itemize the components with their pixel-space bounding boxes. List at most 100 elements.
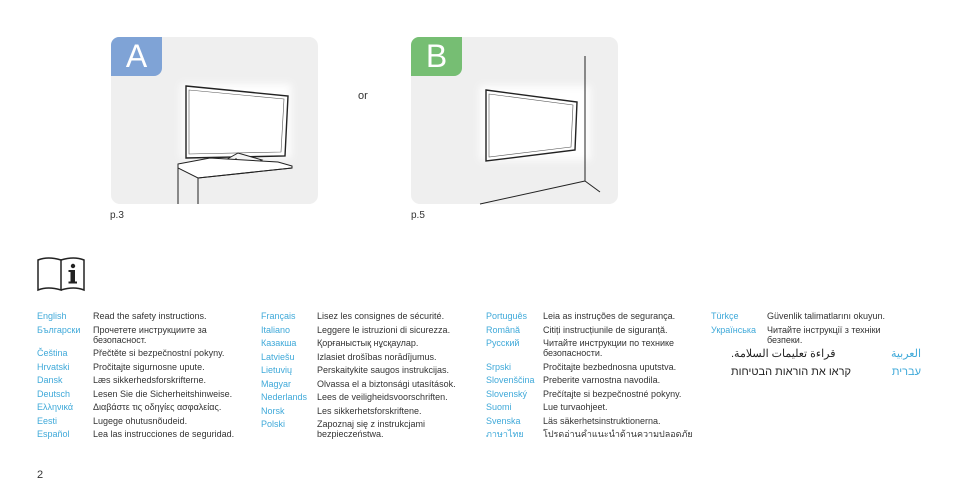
language-name: Deutsch [37, 388, 71, 399]
instructions-column-2: Français Lisez les consignes de sécurité.… [261, 311, 467, 443]
instruction-row: Español Lea las instrucciones de segurida… [37, 429, 253, 439]
language-name: Eesti [37, 415, 58, 426]
language-name: Казакша [261, 338, 297, 348]
instruction-text: Perskaitykite saugos instrukcijas. [317, 365, 450, 375]
language-name: Български [37, 324, 81, 335]
language-name: Italiano [261, 324, 291, 335]
instructions-rtl: العربية قراءة تعليمات السلامة. עברית קראו א… [731, 347, 921, 383]
instructions-column-3: Português Leia as instruções de segurança… [486, 311, 703, 443]
instruction-row: English Read the safety instructions. [37, 311, 253, 321]
instruction-row: ภาษาไทย โปรดอ่านคำแนะนำด้านความปลอดภัย [486, 429, 703, 439]
instruction-text: Lesen Sie die Sicherheitshinweise. [93, 388, 233, 399]
language-name: Français [261, 311, 296, 321]
language-name: English [37, 311, 67, 321]
instruction-text: Lea las instrucciones de seguridad. [93, 429, 235, 439]
instructions-column-4: Türkçe Güvenlik talimatlarını okuyun. Укра… [711, 311, 907, 348]
instruction-row: Română Citiți instrucțiunile de siguranță… [486, 325, 703, 335]
language-name: Português [486, 311, 528, 321]
language-name: Română [486, 324, 521, 335]
language-name: Hrvatski [37, 361, 70, 372]
language-name: Español [37, 429, 70, 439]
language-name: العربية [890, 348, 921, 360]
instruction-text: Қорғаныстық нұсқаулар. [317, 338, 419, 348]
language-name: Magyar [261, 378, 292, 389]
instruction-text: Citiți instrucțiunile de siguranță. [543, 324, 668, 335]
instruction-text: โปรดอ่านคำแนะนำด้านความปลอดภัย [543, 429, 693, 439]
instruction-text: Lugege ohutusnõudeid. [93, 415, 188, 426]
page-ref-a: p.3 [110, 210, 124, 221]
instruction-row: Svenska Läs säkerhetsinstruktionerna. [486, 416, 703, 426]
instruction-row: Hrvatski Pročitajte sigurnosne upute. [37, 362, 253, 372]
page-ref-b: p.5 [411, 210, 425, 221]
instruction-text: Güvenlik talimatlarını okuyun. [767, 311, 886, 321]
instruction-text: Læs sikkerhedsforskrifterne. [93, 375, 207, 385]
language-name: Türkçe [711, 311, 739, 321]
language-name: Nederlands [261, 392, 308, 402]
instruction-text: Přečtěte si bezpečnostní pokyny. [93, 348, 225, 358]
instruction-text: Olvassa el a biztonsági utasítások. [317, 378, 456, 389]
instruction-text: Lees de veiligheidsvoorschriften. [317, 392, 448, 402]
language-name: Srpski [486, 361, 512, 372]
instruction-row: العربية قراءة تعليمات السلامة. [731, 347, 921, 361]
instruction-text: Читайте інструкції з техніки безпеки. [767, 324, 881, 345]
language-name: Dansk [37, 375, 63, 385]
language-name: Lietuvių [261, 365, 293, 375]
instruction-row: Magyar Olvassa el a biztonsági utasítások… [261, 379, 467, 389]
instruction-row: Srpski Pročitajte bezbednosna uputstva. [486, 362, 703, 372]
or-separator: or [358, 90, 368, 102]
instruction-text: Izlasiet drošības norādījumus. [317, 351, 437, 362]
instruction-text: Leia as instruções de segurança. [543, 311, 676, 321]
instruction-row: Dansk Læs sikkerhedsforskrifterne. [37, 375, 253, 385]
instruction-text: Läs säkerhetsinstruktionerna. [543, 415, 661, 426]
instruction-row: Русский Читайте инструкции по технике без… [486, 338, 703, 358]
instruction-row: Українська Читайте інструкції з техніки б… [711, 325, 907, 345]
instruction-row: Suomi Lue turvaohjeet. [486, 402, 703, 412]
instruction-row: Türkçe Güvenlik talimatlarını okuyun. [711, 311, 907, 321]
instruction-row: Ελληνικά Διαβάστε τις οδηγίες ασφαλείας. [37, 402, 253, 412]
instruction-row: Казакша Қорғаныстық нұсқаулар. [261, 338, 467, 348]
language-name: Norsk [261, 405, 285, 416]
instruction-text: قراءة تعليمات السلامة. [731, 348, 836, 360]
instruction-text: Lue turvaohjeet. [543, 402, 608, 412]
instruction-row: Lietuvių Perskaitykite saugos instrukcija… [261, 365, 467, 375]
book-info-icon [37, 257, 85, 292]
instruction-row: Français Lisez les consignes de sécurité. [261, 311, 467, 321]
instruction-text: Lisez les consignes de sécurité. [317, 311, 445, 321]
instruction-text: קראו את הוראות הבטיחות [731, 366, 851, 378]
page-number: 2 [37, 469, 44, 481]
instruction-text: Διαβάστε τις οδηγίες ασφαλείας. [93, 402, 222, 412]
language-name: Slovenský [486, 388, 528, 399]
instruction-text: Prečítajte si bezpečnostné pokyny. [543, 388, 682, 399]
language-name: Slovenščina [486, 375, 535, 385]
language-name: Polski [261, 419, 286, 429]
language-name: Ελληνικά [37, 402, 74, 412]
instruction-text: Читайте инструкции по технике безопаснос… [543, 338, 675, 358]
option-b-badge: B [411, 37, 462, 76]
instruction-row: Slovenský Prečítajte si bezpečnostné poky… [486, 389, 703, 399]
instruction-text: Pročitajte sigurnosne upute. [93, 361, 205, 372]
language-name: Русский [486, 338, 520, 348]
instruction-row: Čeština Přečtěte si bezpečnostní pokyny. [37, 348, 253, 358]
instruction-row: Nederlands Lees de veiligheidsvoorschrift… [261, 392, 467, 402]
instruction-text: Les sikkerhetsforskriftene. [317, 405, 422, 416]
language-name: עברית [891, 366, 921, 378]
instruction-text: Прочетете инструкциите за безопасност. [93, 324, 207, 345]
instruction-row: Português Leia as instruções de segurança… [486, 311, 703, 321]
instructions-column-1: English Read the safety instructions. Бълг… [37, 311, 253, 443]
instruction-row: Norsk Les sikkerhetsforskriftene. [261, 406, 467, 416]
language-name: Čeština [37, 348, 68, 358]
instruction-text: Pročitajte bezbednosna uputstva. [543, 361, 677, 372]
language-name: ภาษาไทย [486, 429, 524, 439]
language-name: Latviešu [261, 351, 295, 362]
instruction-row: Latviešu Izlasiet drošības norādījumus. [261, 352, 467, 362]
language-name: Suomi [486, 402, 512, 412]
language-name: Svenska [486, 415, 521, 426]
language-name: Українська [711, 324, 757, 335]
option-a-badge: A [111, 37, 162, 76]
instruction-row: Deutsch Lesen Sie die Sicherheitshinweise… [37, 389, 253, 399]
instruction-text: Read the safety instructions. [93, 311, 207, 321]
instruction-row: עברית קראו את הוראות הבטיחות [731, 365, 921, 379]
